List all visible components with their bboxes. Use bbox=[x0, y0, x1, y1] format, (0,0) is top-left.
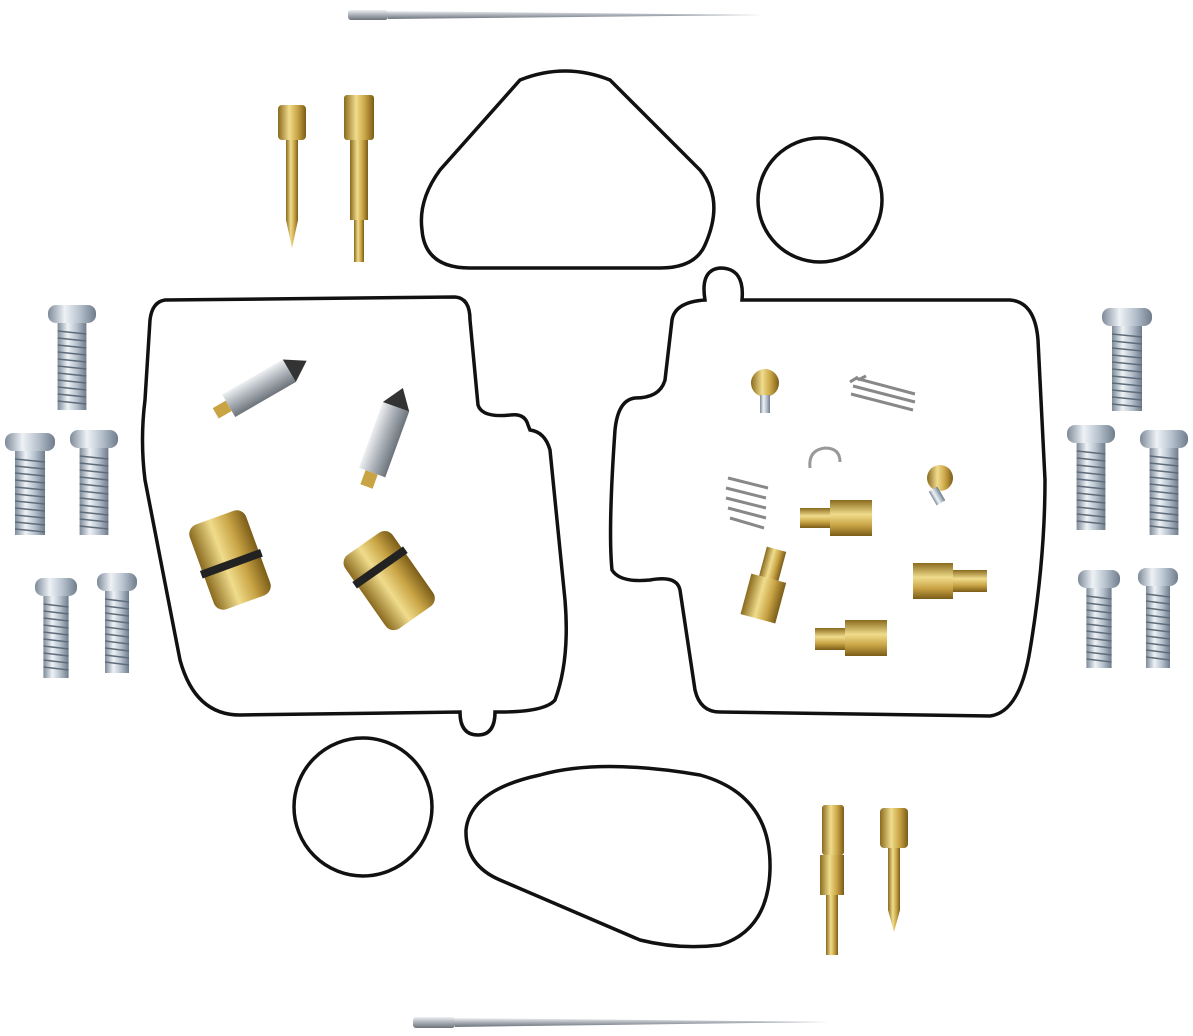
screw-left-3 bbox=[70, 430, 118, 535]
screw-left-2 bbox=[5, 433, 55, 535]
main-jet-4 bbox=[815, 620, 887, 656]
spring-1 bbox=[849, 374, 916, 412]
o-ring-bottom bbox=[292, 736, 434, 878]
spring-2 bbox=[725, 476, 769, 530]
carb-body-gasket-left bbox=[140, 295, 568, 737]
screw-right-5 bbox=[1138, 568, 1178, 668]
small-screw-2 bbox=[927, 465, 953, 506]
e-clip bbox=[808, 446, 842, 469]
slow-jet-top bbox=[344, 95, 374, 262]
screw-left-5 bbox=[97, 573, 137, 673]
main-jet-3 bbox=[913, 563, 987, 599]
carb-body-gasket-right bbox=[608, 266, 1047, 718]
pilot-screw-bottom bbox=[880, 808, 908, 932]
screw-right-4 bbox=[1078, 570, 1120, 668]
float-needle-1 bbox=[212, 359, 307, 419]
screw-left-4 bbox=[35, 578, 77, 678]
main-jet-2 bbox=[740, 546, 787, 624]
screw-right-2 bbox=[1067, 425, 1115, 530]
main-jet-1 bbox=[800, 500, 872, 536]
needle-jet-1 bbox=[189, 510, 271, 610]
slow-jet-bottom bbox=[820, 805, 844, 955]
o-ring-top bbox=[756, 136, 884, 264]
jet-needle-top bbox=[348, 10, 763, 20]
needle-jet-2 bbox=[343, 531, 435, 631]
screw-right-1 bbox=[1102, 308, 1152, 411]
screw-left-1 bbox=[48, 305, 96, 410]
small-screw-1 bbox=[751, 369, 779, 413]
screw-right-3 bbox=[1140, 430, 1188, 535]
pilot-screw-top bbox=[278, 105, 306, 248]
float-bowl-gasket-top bbox=[419, 69, 716, 270]
float-needle-2 bbox=[358, 387, 410, 489]
float-bowl-gasket-bottom bbox=[464, 764, 772, 949]
jet-needle-bottom bbox=[413, 1017, 830, 1028]
